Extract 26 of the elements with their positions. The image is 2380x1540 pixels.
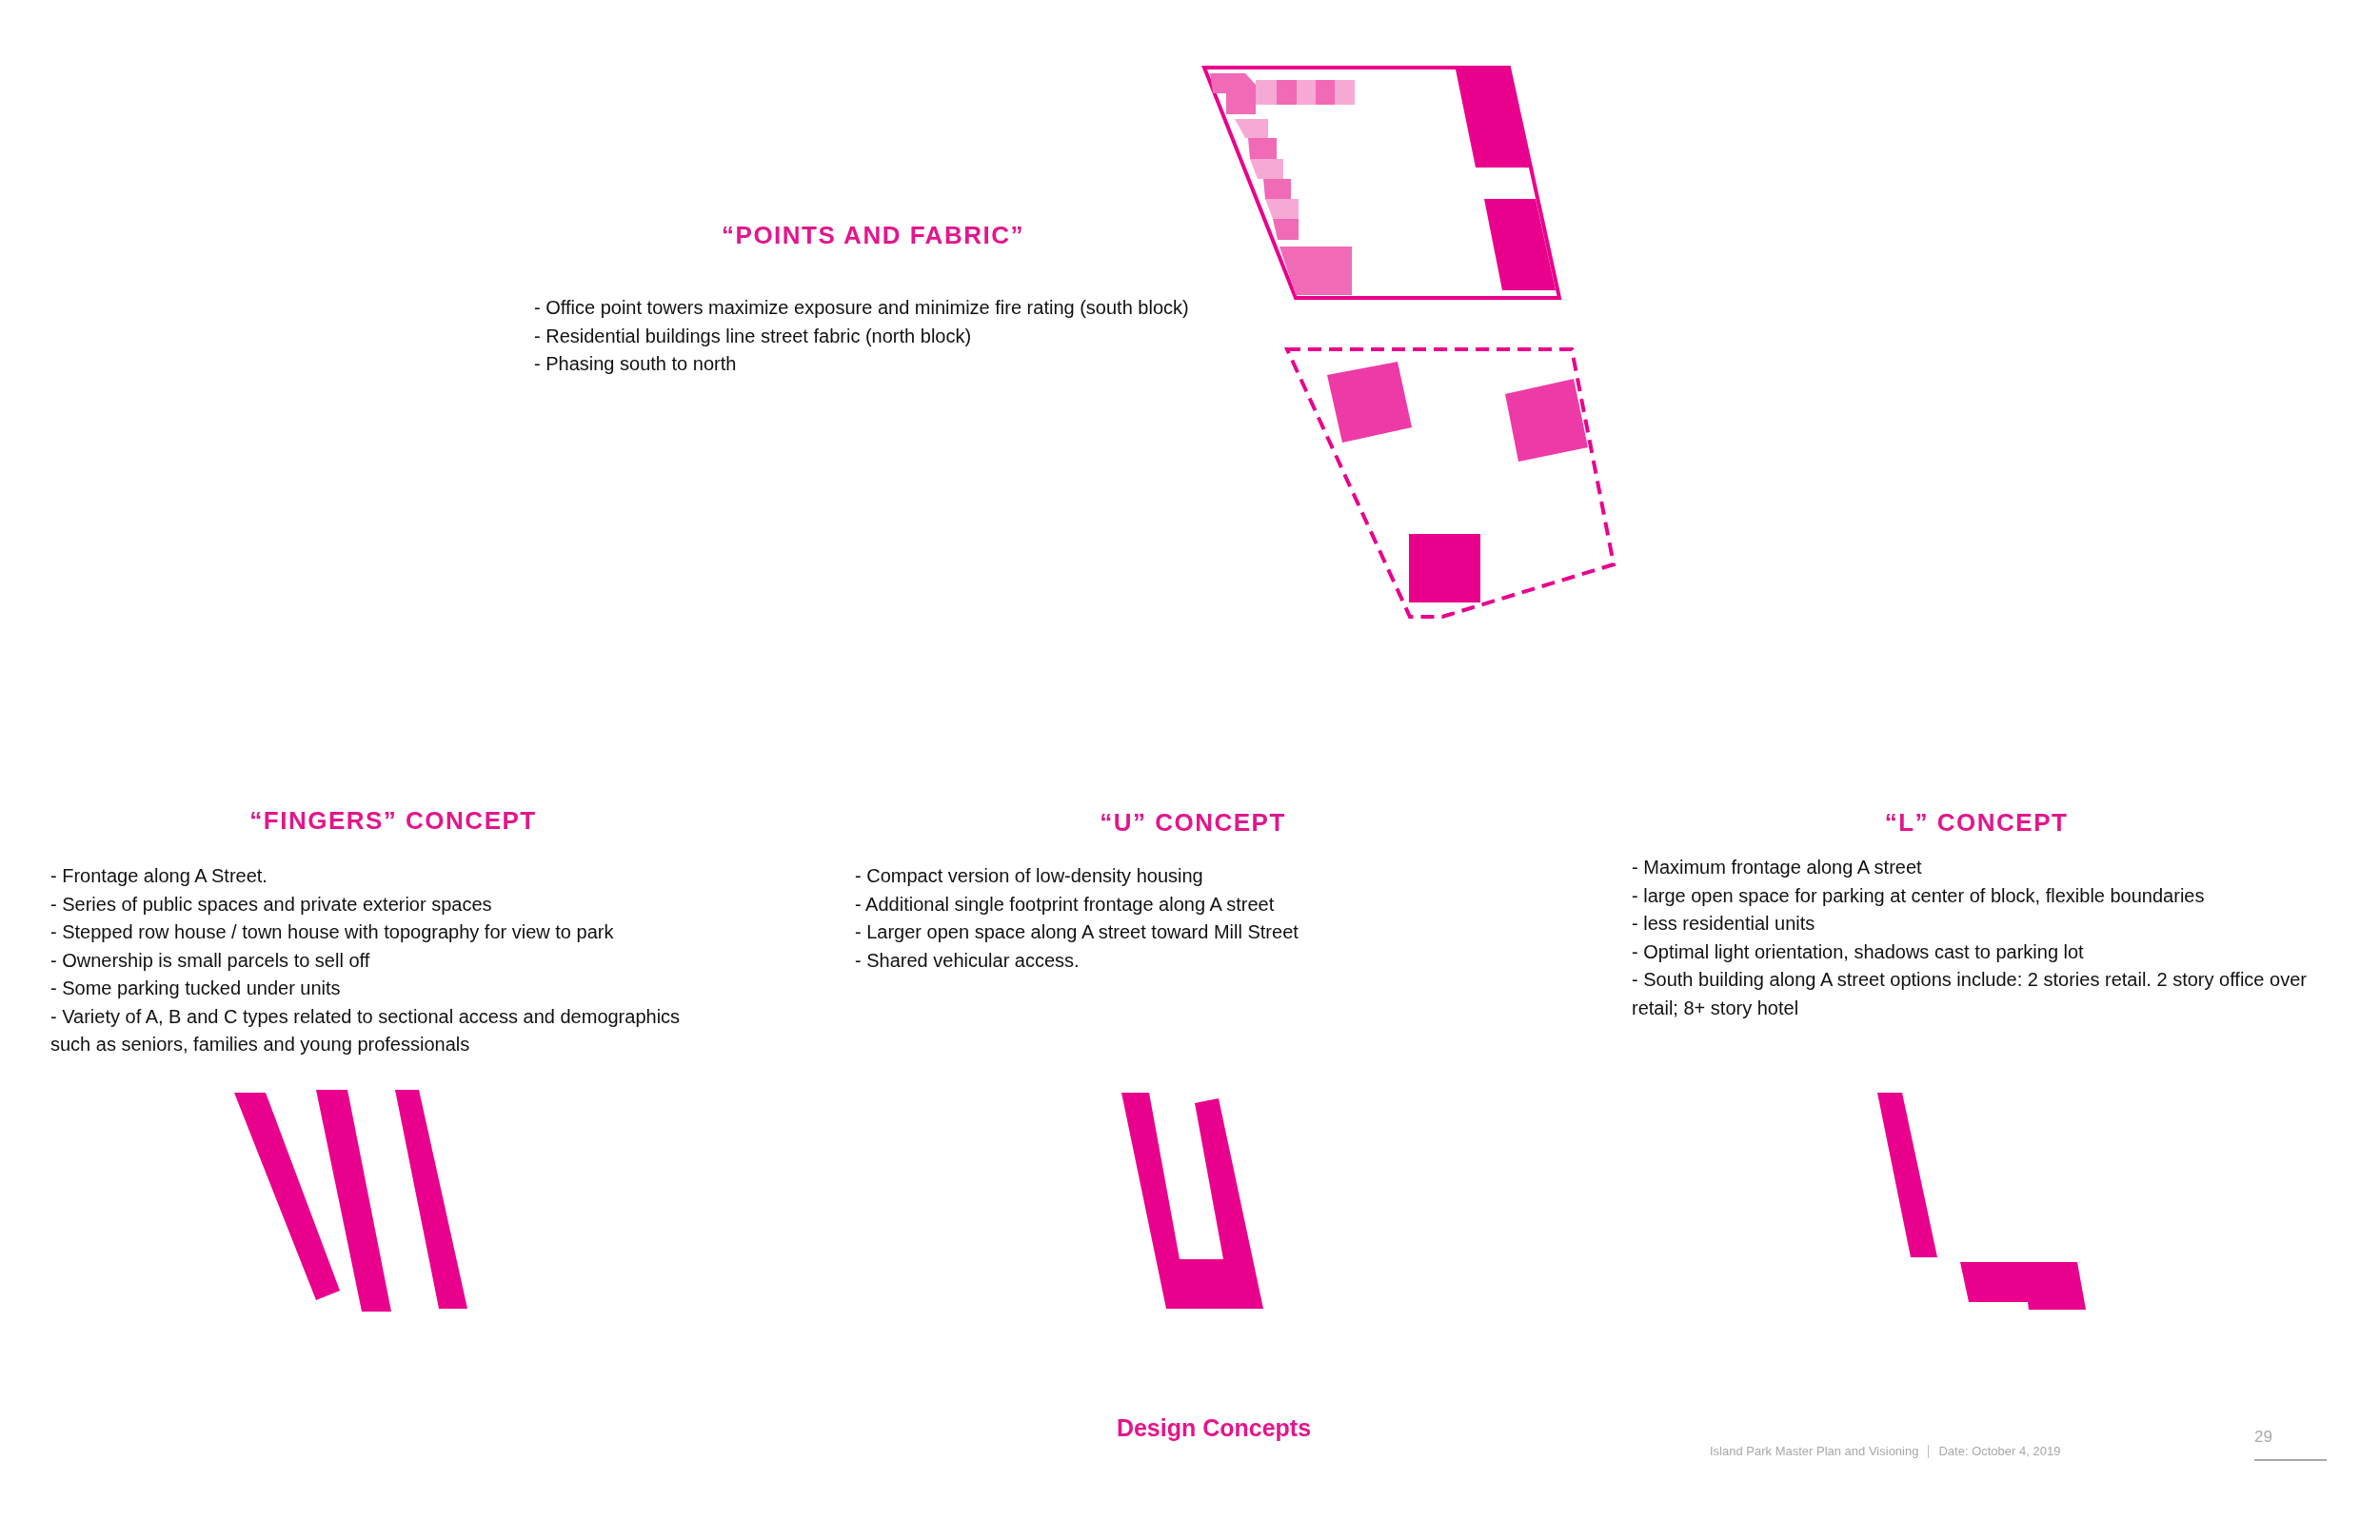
bullet-text: - Larger open space along A street toward Mill Street (855, 920, 1299, 944)
bullet-text: - Residential buildings line street fabric (north block) (534, 324, 972, 348)
bullet-text: - Shared vehicular access. (855, 948, 1080, 973)
section-heading: “L” CONCEPT (1884, 807, 2069, 838)
bullet-text: - Additional single footprint frontage along A street (855, 892, 1275, 917)
bullet-text: - Stepped row house / town house with topography for view to park (50, 920, 614, 944)
bullet-text: - Compact version of low-density housing (855, 864, 1203, 888)
bullet-text: - Office point towers maximize exposure and minimize fire rating (south block) (534, 296, 1189, 320)
bullet-text: - Frontage along A Street. (50, 864, 268, 888)
bullet-text: - less residential units (1632, 912, 1815, 936)
bullet-text: - Phasing south to north (534, 352, 737, 376)
bullet-text: - Series of public spaces and private exterior spaces (50, 892, 492, 917)
footer-text: Date: October 4, 2019 (1938, 1444, 2061, 1458)
page-number: 29 (2254, 1428, 2272, 1447)
bullet-text: - South building along A street options include: 2 stories retail. 2 story office over retail; 8+ story hotel (1632, 968, 2308, 1020)
page-title: Design Concepts (1116, 1413, 1312, 1442)
bullet-text: - Ownership is small parcels to sell off (50, 948, 370, 973)
section-heading: “POINTS AND FABRIC” (722, 220, 1024, 250)
section-heading: “U” CONCEPT (1100, 807, 1286, 838)
bullet-text: - Maximum frontage along A street (1632, 856, 1922, 879)
footer-text: Island Park Master Plan and Visioning (1710, 1444, 1919, 1458)
bullet-text: - Optimal light orientation, shadows cast to parking lot (1632, 939, 2084, 964)
bullet-text: - Some parking tucked under units (50, 977, 341, 1000)
bullet-text: - Variety of A, B and C types related to sectional access and demographics such as seniors, families and young professionals (50, 1004, 682, 1056)
section-heading: “FINGERS” CONCEPT (249, 805, 537, 836)
bullet-text: - large open space for parking at center of block, flexible boundaries (1632, 883, 2205, 908)
